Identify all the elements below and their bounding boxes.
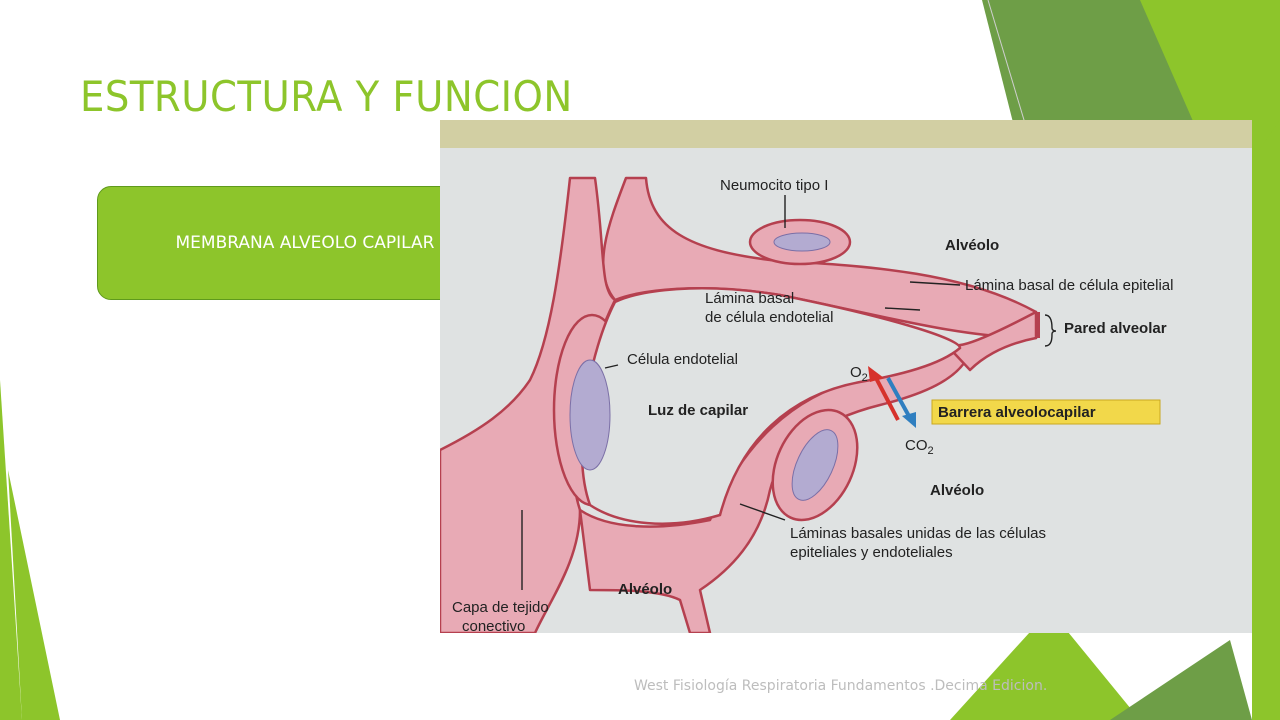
label-pointers [521, 195, 1057, 590]
label-luz-capilar: Luz de capilar [648, 402, 748, 419]
pointer-laminas-unidas [739, 503, 786, 521]
pared-alveolar-edge [1036, 312, 1040, 338]
slide-title: ESTRUCTURA Y FUNCION [80, 72, 573, 121]
label-lamina-endotelial-2: de célula endotelial [705, 309, 833, 326]
label-lamina-epitelial: Lámina basal de célula epitelial [965, 277, 1173, 294]
left-accent-shape-2 [8, 470, 60, 720]
right-edge-accent-shape [1252, 120, 1280, 720]
o2-main: O [850, 364, 862, 381]
gas-exchange-arrows [868, 366, 916, 428]
label-barrera: Barrera alveolocapilar [938, 404, 1096, 421]
decor-line [987, 0, 1031, 141]
box-label: MEMBRANA ALVEOLO CAPILAR [175, 233, 435, 253]
pointer-lamina-endotelial [884, 307, 921, 311]
label-celula-endotelial: Célula endotelial [627, 351, 738, 368]
alveolar-capillary-membrane-figure: Neumocito tipo I Alvéolo Lámina basal de… [440, 120, 1252, 633]
label-lamina-endotelial-1: Lámina basal [705, 290, 794, 307]
pared-alveolar-bracket [1044, 314, 1057, 347]
left-tissue-mass [440, 176, 617, 633]
bottom-right-accent-shape-2 [1110, 640, 1252, 720]
lower-nucleus [791, 429, 839, 501]
left-accent-shape [0, 380, 22, 720]
label-pared-alveolar: Pared alveolar [1064, 320, 1167, 337]
endothelial-nucleus [569, 359, 611, 471]
source-caption: West Fisiología Respiratoria Fundamentos… [634, 678, 1048, 694]
bottom-right-accent-shape [950, 610, 1140, 720]
label-alveolo-right: Alvéolo [930, 482, 984, 499]
label-co2: CO2 [905, 437, 934, 457]
o2-subscript: 2 [862, 372, 868, 384]
co2-main: CO [905, 437, 928, 454]
label-laminas-unidas-1: Láminas basales unidas de las células [790, 525, 1046, 542]
figure-top-strip [440, 120, 1252, 148]
label-alveolo-bottom: Alvéolo [618, 581, 672, 598]
pointer-lamina-epitelial [909, 281, 961, 286]
o2-arrow-head [868, 366, 884, 382]
o2-arrow [874, 377, 900, 421]
co2-arrow [886, 377, 912, 419]
co2-subscript: 2 [928, 445, 934, 457]
pneumocyte-nucleus [773, 232, 831, 252]
label-capa-tejido-1: Capa de tejido [452, 599, 549, 616]
figure-illustration: Neumocito tipo I Alvéolo Lámina basal de… [440, 120, 1252, 633]
co2-arrow-head [902, 412, 916, 428]
capillary-lumen [580, 287, 962, 525]
label-laminas-unidas-2: epiteliales y endoteliales [790, 544, 953, 561]
pointer-celula-endotelial [604, 364, 619, 369]
barrera-highlight [931, 399, 1161, 425]
cell-nuclei [569, 232, 839, 501]
label-o2: O2 [850, 364, 868, 384]
label-capa-tejido-2: conectivo [462, 618, 525, 633]
label-alveolo-top: Alvéolo [945, 237, 999, 254]
label-neumocito: Neumocito tipo I [720, 177, 828, 194]
